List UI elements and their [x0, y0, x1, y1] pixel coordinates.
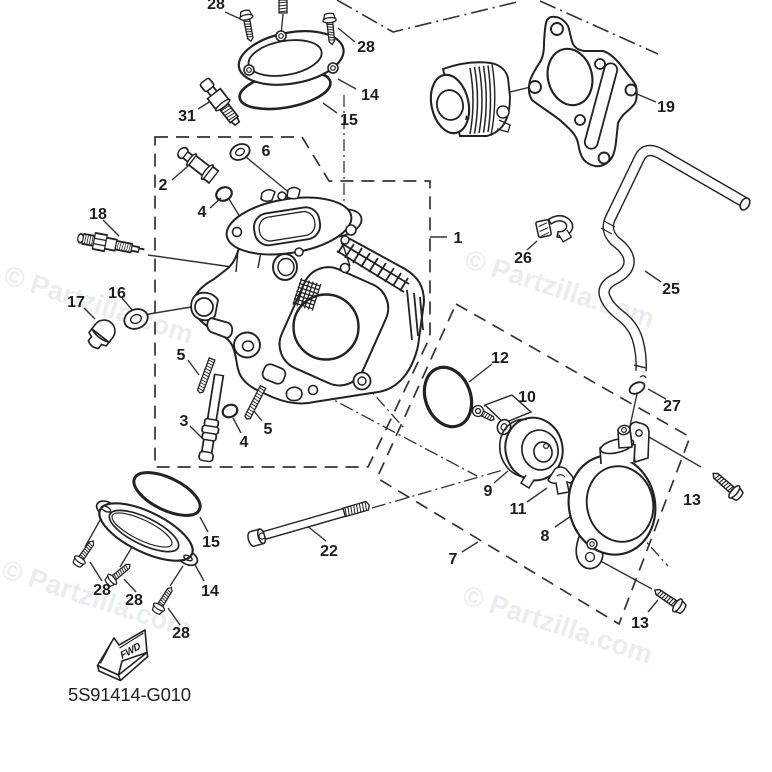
svg-text:11: 11 — [510, 501, 527, 518]
svg-text:14: 14 — [361, 87, 379, 104]
svg-text:31: 31 — [178, 108, 196, 125]
svg-text:19: 19 — [657, 99, 675, 116]
svg-text:2: 2 — [159, 177, 168, 194]
svg-text:17: 17 — [67, 294, 85, 311]
svg-text:10: 10 — [518, 389, 536, 406]
svg-text:4: 4 — [198, 204, 207, 221]
svg-text:5S91414-G010: 5S91414-G010 — [68, 684, 191, 705]
svg-text:28: 28 — [172, 625, 190, 642]
svg-text:22: 22 — [320, 543, 338, 560]
svg-text:6: 6 — [262, 143, 271, 160]
svg-text:14: 14 — [201, 583, 219, 600]
svg-text:28: 28 — [357, 39, 375, 56]
svg-text:5: 5 — [177, 347, 186, 364]
svg-text:8: 8 — [541, 528, 550, 545]
svg-text:15: 15 — [340, 112, 358, 129]
svg-text:13: 13 — [631, 615, 649, 632]
svg-text:1: 1 — [454, 230, 463, 247]
svg-text:28: 28 — [207, 0, 225, 13]
svg-text:5: 5 — [264, 421, 273, 438]
svg-text:3: 3 — [180, 413, 189, 430]
svg-text:18: 18 — [89, 206, 107, 223]
svg-text:13: 13 — [683, 492, 701, 509]
svg-text:28: 28 — [125, 592, 143, 609]
svg-text:26: 26 — [514, 250, 532, 267]
svg-text:25: 25 — [662, 281, 680, 298]
svg-text:28: 28 — [93, 582, 111, 599]
svg-text:15: 15 — [202, 534, 220, 551]
svg-text:9: 9 — [484, 483, 493, 500]
svg-text:27: 27 — [663, 398, 681, 415]
svg-text:12: 12 — [491, 350, 509, 367]
svg-text:7: 7 — [449, 551, 458, 568]
svg-text:4: 4 — [240, 434, 249, 451]
svg-text:16: 16 — [108, 285, 126, 302]
